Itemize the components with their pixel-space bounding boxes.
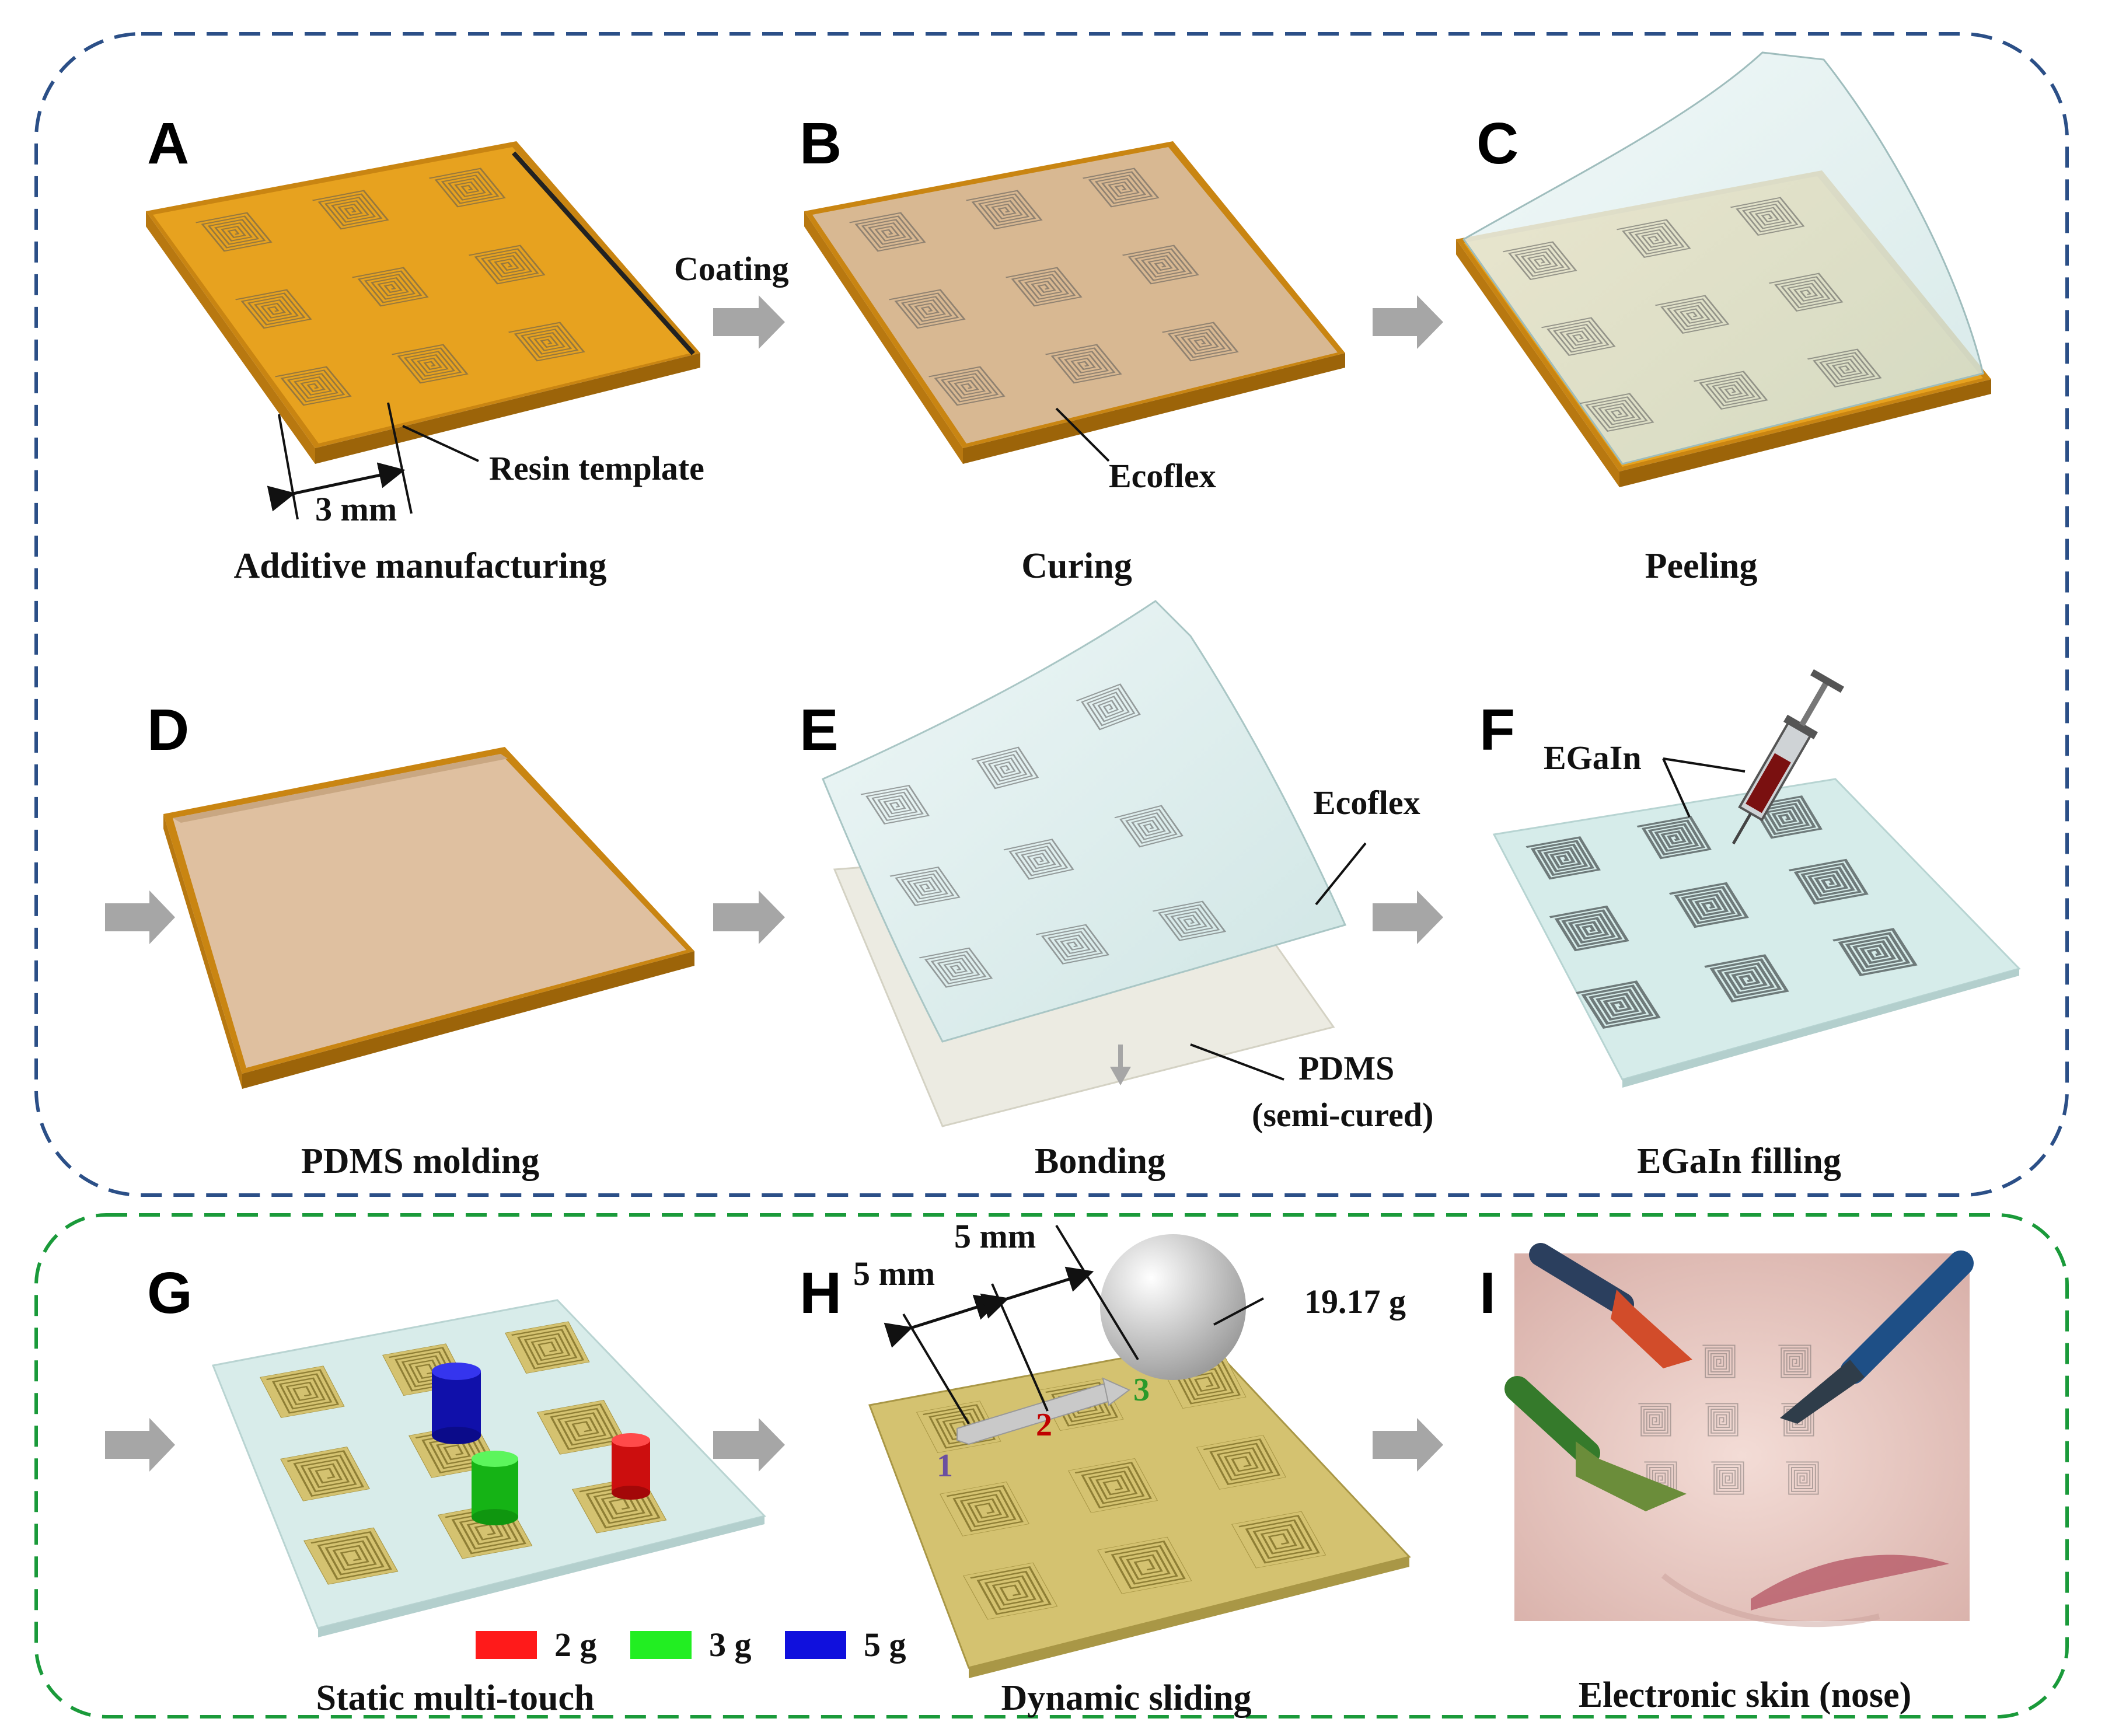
point-2-label: 2 — [1036, 1407, 1052, 1443]
dimension-label-a: 3 mm — [315, 490, 397, 528]
panel-letter-e: E — [800, 697, 839, 763]
top-group-border — [34, 32, 2069, 1197]
legend-swatch-3g — [630, 1631, 692, 1659]
caption-g: Static multi-touch — [316, 1678, 594, 1718]
arrow-h-i — [1373, 1418, 1443, 1472]
legend-label-3g: 3 g — [709, 1626, 752, 1664]
weight-legend: 2 g 3 g 5 g — [476, 1626, 906, 1664]
arrow-b-c — [1373, 295, 1443, 349]
caption-a: Additive manufacturing — [234, 546, 607, 586]
bottom-group-border — [34, 1213, 2069, 1718]
arrow-d-e — [713, 890, 785, 944]
caption-d: PDMS molding — [301, 1141, 539, 1181]
legend-label-5g: 5 g — [864, 1626, 906, 1664]
h-dimension-2: 5 mm — [954, 1217, 1036, 1255]
point-1-label: 1 — [937, 1448, 953, 1484]
panel-letter-d: D — [147, 697, 189, 763]
caption-b: Curing — [1021, 546, 1132, 586]
pdms-label-e: PDMS — [1298, 1049, 1394, 1087]
panel-letter-a: A — [147, 111, 189, 176]
weight-5g — [432, 1363, 481, 1444]
pdms-semi-cured-label: (semi-cured) — [1252, 1096, 1433, 1134]
caption-e: Bonding — [1035, 1141, 1165, 1181]
panel-c: C Peeling — [1456, 51, 1991, 586]
caption-i: Electronic skin (nose) — [1579, 1675, 1912, 1715]
arrow-e-f — [1373, 890, 1443, 944]
syringe-icon — [1732, 669, 1844, 845]
panel-b: B Ecoflex Curing — [800, 111, 1345, 586]
arrow-into-g — [105, 1418, 175, 1472]
brush-blue-icon — [1780, 1251, 1974, 1424]
legend-label-2g: 2 g — [554, 1626, 597, 1664]
arrow-g-h — [713, 1418, 785, 1472]
legend-swatch-2g — [476, 1631, 537, 1659]
panel-f: F EGaIn EGaIn filling — [1479, 669, 2021, 1181]
caption-f: EGaIn filling — [1637, 1141, 1841, 1181]
panel-e: E Ecoflex PDMS (semi-cured) Bonding — [800, 600, 1433, 1181]
arrow-into-d — [105, 890, 175, 944]
panel-a: A 3 mm Resin template Additive manufactu… — [146, 111, 704, 586]
sliding-ball — [1100, 1234, 1246, 1380]
panel-letter-h: H — [800, 1260, 842, 1326]
brush-green-icon — [1504, 1376, 1687, 1511]
panel-g: G — [147, 1260, 906, 1718]
panel-letter-c: C — [1476, 111, 1518, 176]
egain-label: EGaIn — [1544, 739, 1642, 777]
resin-template-label: Resin template — [489, 449, 704, 487]
ecoflex-label-e: Ecoflex — [1313, 784, 1420, 822]
panel-letter-f: F — [1479, 697, 1515, 763]
caption-c: Peeling — [1645, 546, 1758, 586]
panel-letter-b: B — [800, 111, 842, 176]
weight-2g — [612, 1433, 650, 1500]
point-3-label: 3 — [1133, 1372, 1150, 1408]
coating-label: Coating — [674, 250, 789, 288]
caption-h: Dynamic sliding — [1001, 1678, 1252, 1718]
weight-3g — [472, 1451, 518, 1525]
legend-swatch-5g — [785, 1631, 846, 1659]
panel-d: D PDMS molding — [147, 697, 694, 1181]
panel-h: H 5 mm 5 mm 19.17 g 1 2 — [800, 1217, 1411, 1718]
panel-letter-g: G — [147, 1260, 193, 1326]
ecoflex-label-b: Ecoflex — [1109, 457, 1216, 495]
arrow-a-b — [713, 295, 785, 349]
h-dimension-1: 5 mm — [853, 1255, 935, 1293]
ball-mass-label: 19.17 g — [1304, 1283, 1406, 1321]
brush-red-icon — [1529, 1243, 1692, 1368]
panel-letter-i: I — [1479, 1260, 1496, 1326]
panel-i: I Electronic skin (nose) — [1479, 1243, 1974, 1715]
